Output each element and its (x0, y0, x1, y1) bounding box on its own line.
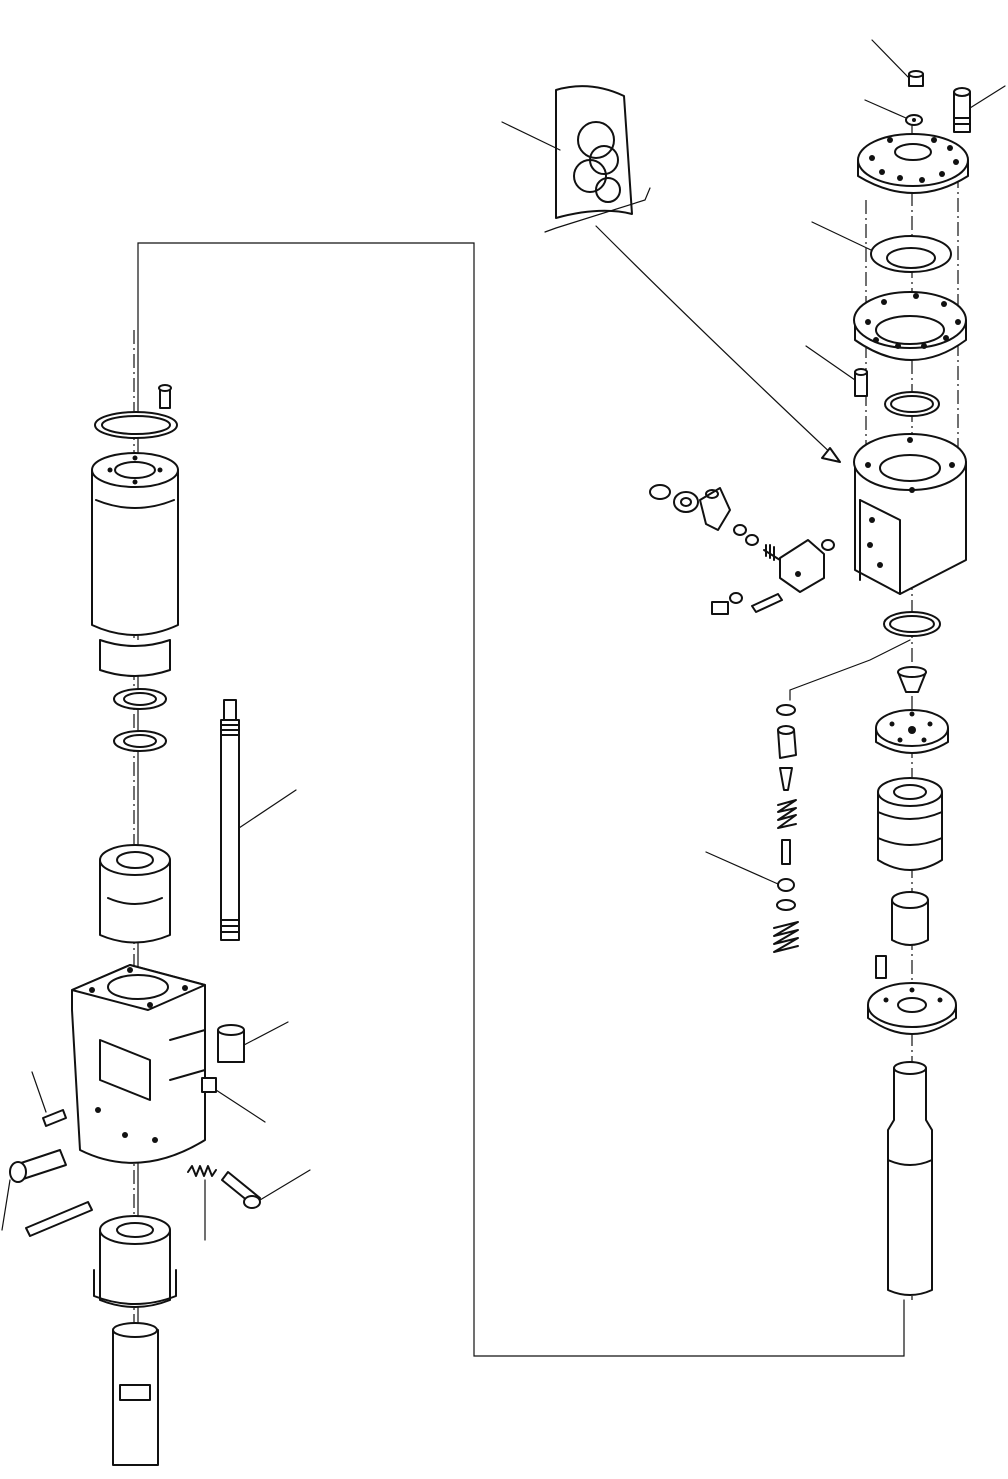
valve-plate (875, 709, 949, 754)
long-bolt (953, 85, 1006, 133)
bushing-lower (93, 1215, 177, 1308)
washer-top (864, 99, 923, 126)
small-plug (201, 1077, 266, 1123)
diaphragm-ring (811, 221, 952, 273)
dowel-pin (25, 1201, 93, 1237)
valve-housing (71, 964, 206, 1164)
piston-rod (887, 1061, 933, 1296)
sleeve (875, 891, 929, 979)
plug-upper (217, 1021, 289, 1063)
check-valve-stack (705, 639, 911, 953)
pin-small (31, 1071, 67, 1127)
valve-body-block (853, 433, 967, 595)
tie-rod (220, 699, 297, 941)
bushing-upper (99, 844, 171, 944)
seal-ring-2 (113, 730, 167, 752)
left-assembly (1, 330, 311, 1466)
cap-screw-top (871, 39, 924, 87)
flange-bolt (805, 345, 868, 397)
plunger-shaft (112, 1322, 159, 1466)
right-assembly (649, 39, 1006, 1300)
cylinder-body (91, 452, 179, 677)
seal-ring-1 (113, 688, 167, 710)
spring-bolt (187, 1165, 311, 1241)
lower-hub-plate (867, 982, 957, 1035)
middle-flange (853, 291, 967, 361)
top-flange (857, 133, 969, 194)
seal-kit-bag-icon (501, 85, 841, 463)
port-screws (711, 592, 783, 615)
port-block (763, 539, 835, 593)
elbow-fitting (649, 484, 759, 546)
small-screw-top (158, 384, 172, 409)
poppet (897, 666, 927, 693)
pin-long (1, 1149, 67, 1231)
spool-cylinder (877, 777, 943, 871)
